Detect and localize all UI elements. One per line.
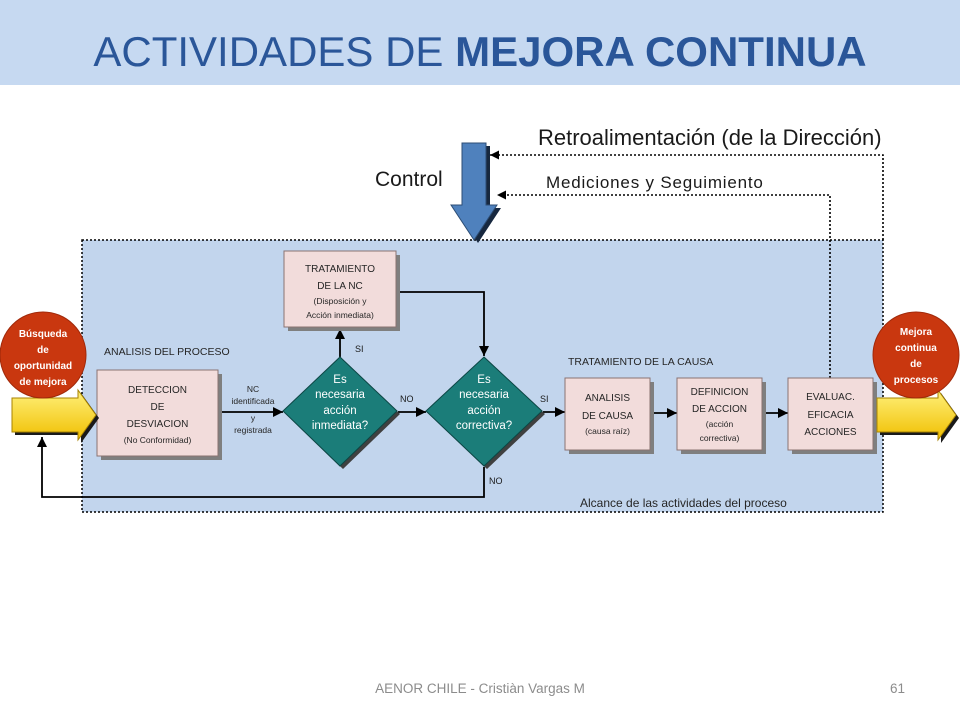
immediate-decision-diamond [282,356,398,467]
feedback-dotted-arrow [490,150,884,240]
nc-note-line: y [251,413,256,423]
input-circle-line: Búsqueda [19,329,68,340]
title-bold-part: MEJORA CONTINUA [455,28,866,75]
input-circle-line: de [37,345,49,356]
corrective-no-label: NO [489,476,503,486]
output-circle-line: procesos [894,375,939,386]
input-circle-line: de mejora [19,377,67,388]
feedback-label: Retroalimentación (de la Dirección) [538,125,882,150]
control-arrow [450,142,501,243]
corrective-decision-diamond [425,356,543,467]
measurement-label: Mediciones y Seguimiento [546,173,764,192]
immediate-decision-line: acción [323,405,356,417]
immediate-action-decision: Es necesaria acción inmediata? [282,356,400,469]
corrective-decision-line: correctiva? [456,420,512,432]
cause-treatment-label: TRATAMIENTO DE LA CAUSA [568,356,713,368]
corrective-no-loop-arrow [37,437,485,498]
slide-title: ACTIVIDADES DE MEJORA CONTINUA [93,28,866,75]
action-definition-box-line: correctiva) [700,433,740,443]
detection-box-line: (No Conformidad) [124,435,192,445]
title-normal-part: ACTIVIDADES DE [93,28,443,75]
input-opportunity: Búsqueda de oportunidad de mejora [0,311,99,443]
evaluation-box-line: ACCIONES [804,427,857,438]
scope-label: Alcance de las actividades del proceso [580,496,787,510]
nc-treatment-box-line: TRATAMIENTO [305,264,375,275]
page-number: 61 [890,681,905,696]
corrective-decision-line: Es [477,374,491,386]
cause-analysis-box-body [564,377,651,451]
detection-box-line: DE [151,402,165,413]
output-circle-line: de [910,359,922,370]
nc-treatment-box-body [283,250,397,328]
treatment-to-corrective-arrow [400,291,489,356]
action-definition-box-body [676,377,763,451]
action-definition-box-line: DE ACCION [692,404,747,415]
output-circle-line: continua [895,343,937,354]
output-improvement: Mejora continua de procesos [872,311,960,443]
corrective-action-decision: Es necesaria acción correctiva? [425,356,545,469]
immediate-no-label: NO [400,394,414,404]
process-analysis-label: ANALISIS DEL PROCESO [104,346,230,358]
input-circle [0,311,87,399]
output-circle [872,311,960,399]
input-circle-line: oportunidad [14,361,72,372]
nc-treatment-box: TRATAMIENTO DE LA NC (Disposición y Acci… [283,250,400,331]
nc-note-line: identificada [231,396,274,406]
detection-box-line: DETECCION [128,385,187,396]
control-label: Control [375,168,443,191]
evaluation-box-line: EFICACIA [807,410,853,421]
evaluation-box-body [787,377,874,451]
footer-text: AENOR CHILE - Cristiàn Vargas M [375,681,585,696]
output-arrow-icon [876,388,957,442]
corrective-yes-label: SI [540,394,549,404]
corrective-decision-line: acción [467,405,500,417]
immediate-decision-line: inmediata? [312,420,368,432]
cause-analysis-box: ANALISIS DE CAUSA (causa raíz) [564,377,654,454]
effectiveness-evaluation-box: EVALUAC. EFICACIA ACCIONES [787,377,877,454]
cause-analysis-box-line: (causa raíz) [585,426,630,436]
immediate-yes-label: SI [355,344,364,354]
immediate-decision-line: Es [333,374,347,386]
detection-box-body [96,369,219,457]
nc-treatment-box-line: Acción inmediata) [306,310,374,320]
detection-box-line: DESVIACION [127,419,189,430]
measurement-dotted-arrow [497,190,831,378]
title-band [0,0,960,85]
detection-box: DETECCION DE DESVIACION (No Conformidad) [96,369,222,460]
evaluation-box-line: EVALUAC. [806,392,855,403]
action-definition-box-line: (acción [706,419,734,429]
cause-analysis-box-line: DE CAUSA [582,411,633,422]
nc-note-line: NC [247,384,259,394]
nc-treatment-box-line: (Disposición y [314,296,368,306]
control-arrow-icon [450,142,498,241]
cause-analysis-box-line: ANALISIS [585,393,630,404]
corrective-decision-line: necesaria [459,389,509,401]
nc-treatment-box-line: DE LA NC [317,281,363,292]
nc-note-line: registrada [234,425,272,435]
action-definition-box: DEFINICION DE ACCION (acción correctiva) [676,377,766,454]
immediate-decision-line: necesaria [315,389,365,401]
output-circle-line: Mejora [900,327,933,338]
action-definition-box-line: DEFINICION [691,387,749,398]
input-arrow-icon [11,388,97,442]
